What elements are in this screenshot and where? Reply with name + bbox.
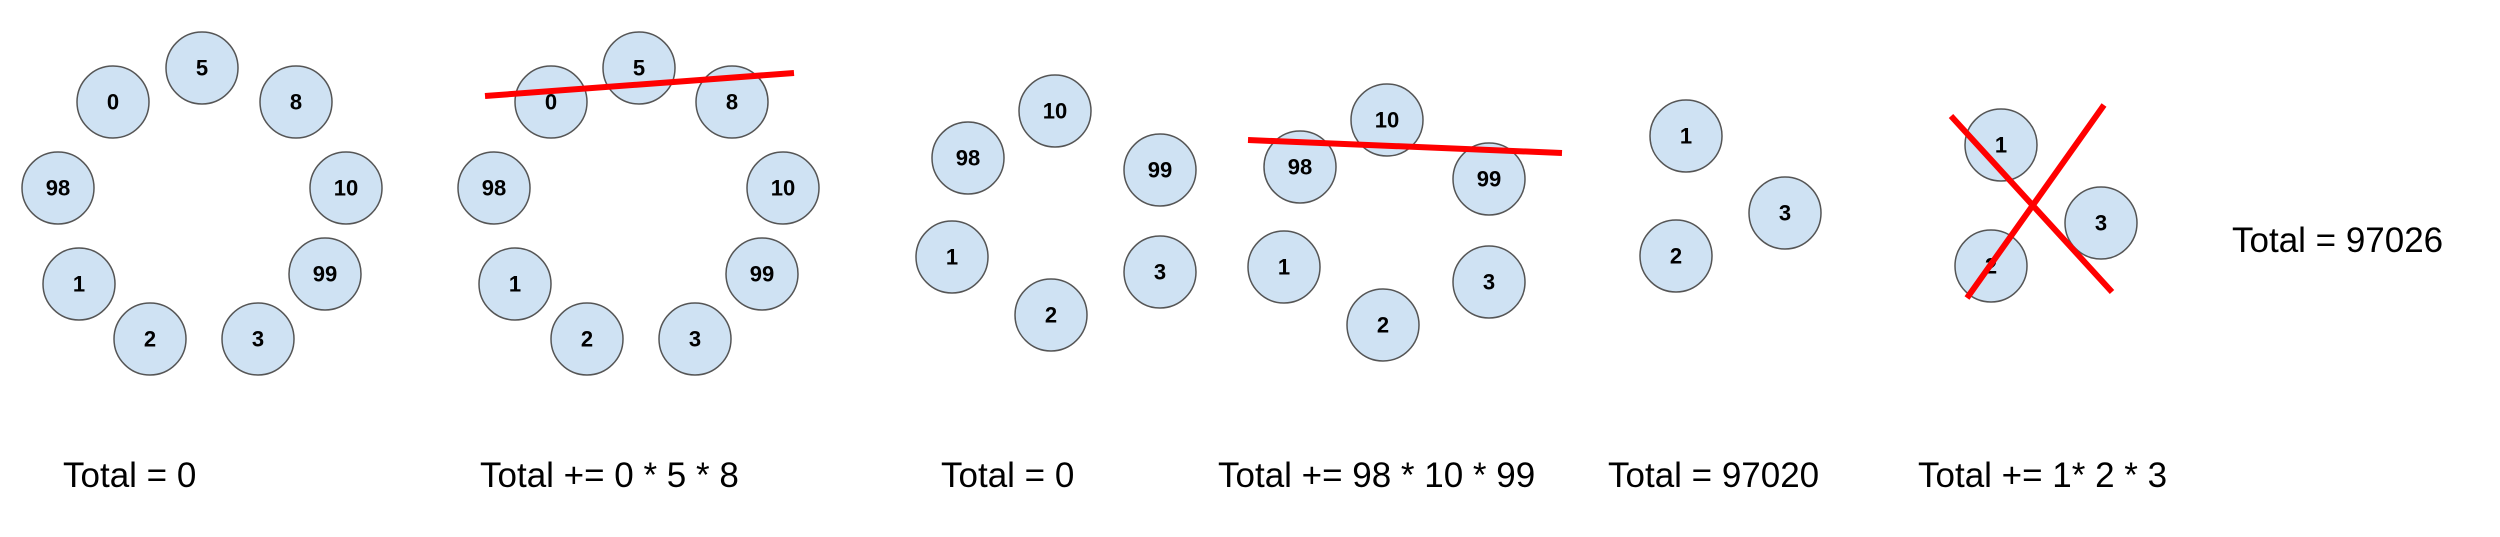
node-label: 98 — [46, 176, 70, 201]
node-circle — [725, 237, 799, 311]
node-circle — [1014, 278, 1088, 352]
node-label: 3 — [2095, 211, 2107, 236]
node-circle — [1639, 219, 1713, 293]
node-label: 1 — [73, 272, 85, 297]
node-circle — [1748, 176, 1822, 250]
node-label: 2 — [1045, 303, 1057, 328]
node-circle — [1452, 245, 1526, 319]
cut-line-panel-6-2 — [1964, 103, 2107, 300]
node-label: 8 — [290, 90, 302, 115]
captions-layer: Total = 0 Total += 0 * 5 * 8 Total = 0 T… — [63, 221, 2443, 495]
node-circle — [931, 121, 1005, 195]
node-circle — [1964, 108, 2038, 182]
node-label: 5 — [196, 56, 208, 81]
node-circle — [1649, 99, 1723, 173]
node-label: 3 — [1779, 201, 1791, 226]
panel-1-graph: 0 5 8 98 10 1 99 2 3 — [21, 31, 383, 376]
panel-4-graph: 10 98 99 1 3 2 — [1247, 83, 1526, 362]
node-label: 0 — [545, 90, 557, 115]
cut-line-panel-4-1 — [1247, 137, 1563, 156]
caption-panel-2: Total += 0 * 5 * 8 — [480, 456, 739, 495]
node-label: 1 — [1995, 133, 2007, 158]
node-label: 99 — [1148, 158, 1172, 183]
node-label: 99 — [313, 262, 337, 287]
node-circle — [550, 302, 624, 376]
node-circle — [1350, 83, 1424, 157]
node-circle — [165, 31, 239, 105]
node-label: 1 — [946, 245, 958, 270]
node-label: 3 — [689, 327, 701, 352]
node-circle — [514, 65, 588, 139]
node-circle — [21, 151, 95, 225]
node-circle — [695, 65, 769, 139]
caption-panel-3: Total = 0 — [941, 456, 1074, 495]
node-label: 1 — [1278, 255, 1290, 280]
node-label: 3 — [1154, 260, 1166, 285]
node-circle — [221, 302, 295, 376]
node-label: 3 — [252, 327, 264, 352]
node-circle — [2064, 186, 2138, 260]
node-label: 10 — [334, 176, 358, 201]
node-label: 99 — [750, 262, 774, 287]
node-label: 10 — [1043, 99, 1067, 124]
node-label: 99 — [1477, 167, 1501, 192]
node-label: 1 — [1680, 124, 1692, 149]
node-label: 98 — [956, 146, 980, 171]
node-circle — [1123, 235, 1197, 309]
node-label: 10 — [771, 176, 795, 201]
node-circle — [1247, 230, 1321, 304]
node-circle — [1263, 130, 1337, 204]
node-circle — [259, 65, 333, 139]
cut-line-panel-2-1 — [484, 70, 795, 99]
node-label: 0 — [107, 90, 119, 115]
node-label: 5 — [633, 56, 645, 81]
node-label: 10 — [1375, 108, 1399, 133]
node-label: 2 — [1377, 313, 1389, 338]
node-circle — [457, 151, 531, 225]
node-label: 98 — [482, 176, 506, 201]
node-label: 3 — [1483, 270, 1495, 295]
node-circle — [309, 151, 383, 225]
node-circle — [478, 247, 552, 321]
node-label: 2 — [144, 327, 156, 352]
cut-lines-layer — [484, 70, 2115, 300]
node-circle — [915, 220, 989, 294]
panel-3-graph: 10 98 99 1 3 2 — [915, 74, 1197, 352]
node-label: 1 — [509, 272, 521, 297]
caption-panel-6: Total += 1* 2 * 3 — [1918, 456, 2167, 495]
node-label: 2 — [581, 327, 593, 352]
node-circle — [288, 237, 362, 311]
node-circle — [1452, 142, 1526, 216]
panel-2-graph: 0 5 8 98 10 1 99 2 3 — [457, 31, 820, 376]
node-circle — [746, 151, 820, 225]
caption-panel-1: Total = 0 — [63, 456, 196, 495]
node-circle — [1018, 74, 1092, 148]
node-label: 2 — [1670, 244, 1682, 269]
node-label: 98 — [1288, 155, 1312, 180]
node-label: 8 — [726, 90, 738, 115]
node-circle — [1123, 133, 1197, 207]
node-circle — [658, 302, 732, 376]
node-circle — [113, 302, 187, 376]
node-circle — [1346, 288, 1420, 362]
caption-panel-4: Total += 98 * 10 * 99 — [1218, 456, 1535, 495]
panel-5-graph: 1 3 2 — [1639, 99, 1822, 293]
final-total-label: Total = 97026 — [2232, 221, 2443, 260]
node-circle — [42, 247, 116, 321]
node-circle — [76, 65, 150, 139]
caption-panel-5: Total = 97020 — [1608, 456, 1819, 495]
